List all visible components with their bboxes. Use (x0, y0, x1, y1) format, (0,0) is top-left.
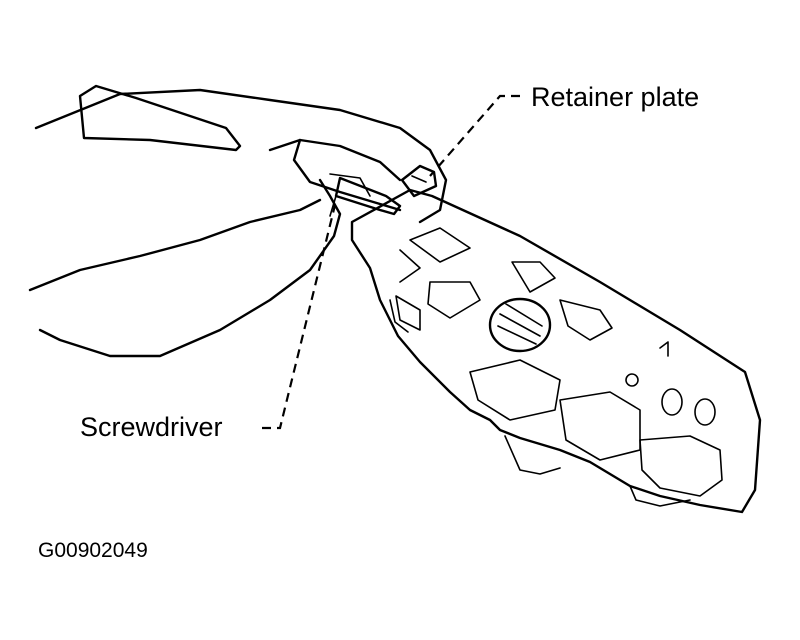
retainer-plate-label: Retainer plate (531, 82, 700, 112)
screwdriver-leader (262, 204, 337, 430)
hand (28, 84, 448, 358)
leader-lines (262, 94, 520, 430)
screwdriver-tool (329, 176, 402, 217)
retainer-plate-part (400, 164, 438, 198)
valve-body (350, 188, 762, 514)
figure-code: G00902049 (38, 539, 148, 562)
screwdriver-label: Screwdriver (80, 412, 223, 442)
retainer-plate-leader (429, 94, 520, 177)
